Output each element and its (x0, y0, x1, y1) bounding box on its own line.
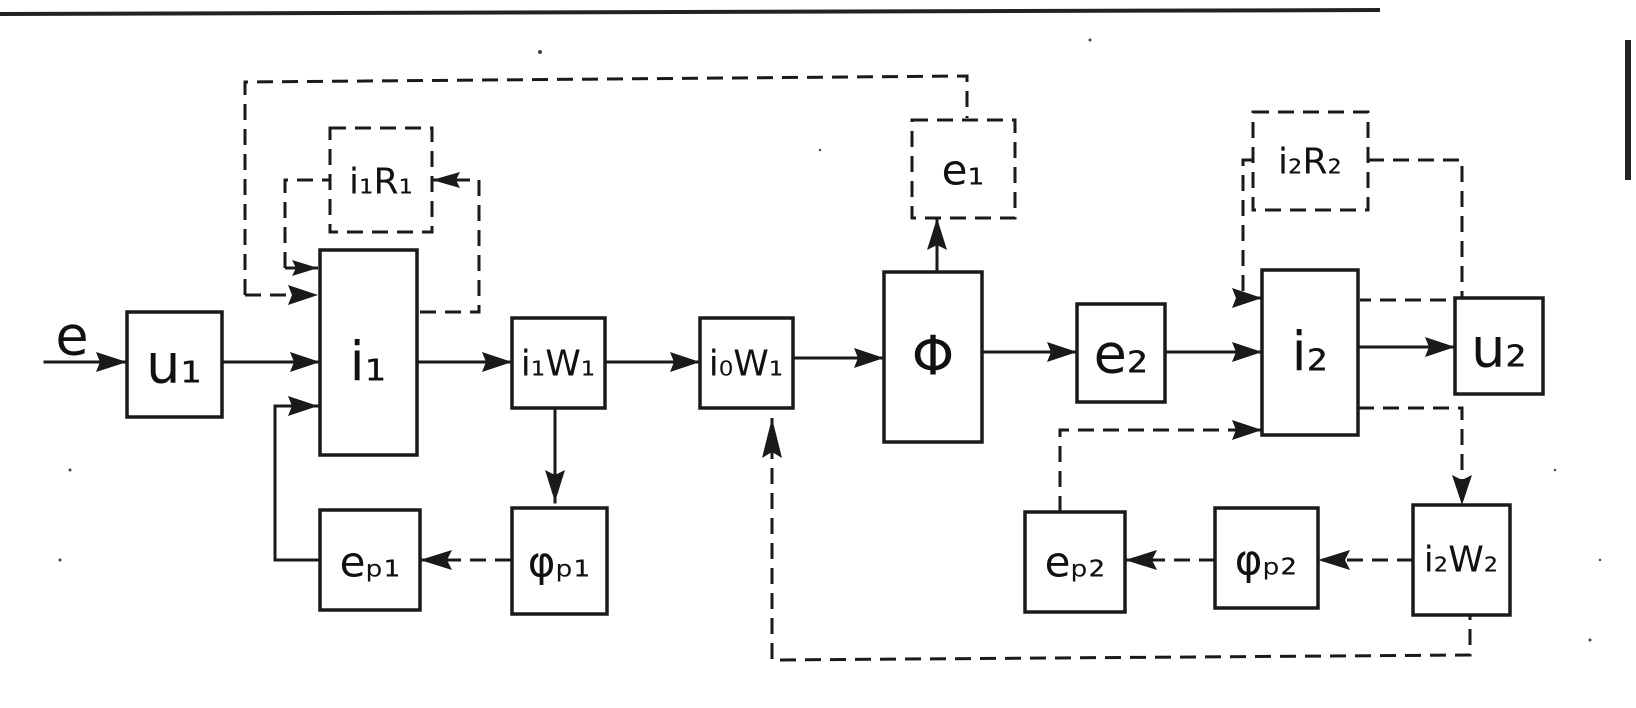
block-e2: e₂ (1075, 302, 1167, 404)
block-phip2-label: φₚ₂ (1235, 536, 1298, 585)
block-u1-label: u₁ (146, 333, 202, 396)
block-u2: u₂ (1453, 296, 1545, 396)
block-i0W1-label: i₀W₁ (709, 344, 783, 385)
block-ep1-label: eₚ₁ (340, 538, 401, 587)
block-Phi: Φ (882, 270, 984, 444)
block-u1: u₁ (125, 310, 224, 419)
block-i1: i₁ (318, 248, 419, 457)
block-e1-label: e₁ (942, 146, 985, 195)
input-e-label: e (55, 305, 88, 368)
block-e2-label: e₂ (1094, 323, 1149, 386)
top-border-line (0, 8, 1381, 16)
block-i2: i₂ (1260, 268, 1360, 437)
block-i1W1-label: i₁W₁ (521, 344, 595, 385)
block-i2R2: i₂R₂ (1251, 110, 1370, 212)
block-e1: e₁ (910, 118, 1017, 220)
block-i1R1-label: i₁R₁ (349, 162, 413, 203)
block-phip2: φₚ₂ (1213, 506, 1320, 610)
block-i1R1: i₁R₁ (328, 126, 434, 234)
block-Phi-label: Φ (912, 325, 955, 388)
block-phip1: φₚ₁ (510, 506, 609, 616)
block-i0W1: i₀W₁ (698, 316, 795, 410)
block-i2W2: i₂W₂ (1411, 503, 1512, 617)
block-ep2-label: eₚ₂ (1045, 538, 1106, 587)
block-i1-label: i₁ (350, 331, 387, 394)
block-i1W1: i₁W₁ (510, 316, 607, 410)
scan-specks (58, 38, 1602, 642)
block-phip1-label: φₚ₁ (528, 538, 591, 587)
arrowheads (96, 172, 1472, 570)
block-ep1: eₚ₁ (318, 508, 422, 612)
block-u2-label: u₂ (1471, 317, 1527, 380)
block-i2R2-label: i₂R₂ (1278, 142, 1342, 183)
block-ep2: eₚ₂ (1023, 510, 1127, 614)
block-i2W2-label: i₂W₂ (1424, 540, 1498, 581)
block-i2-label: i₂ (1292, 321, 1329, 384)
